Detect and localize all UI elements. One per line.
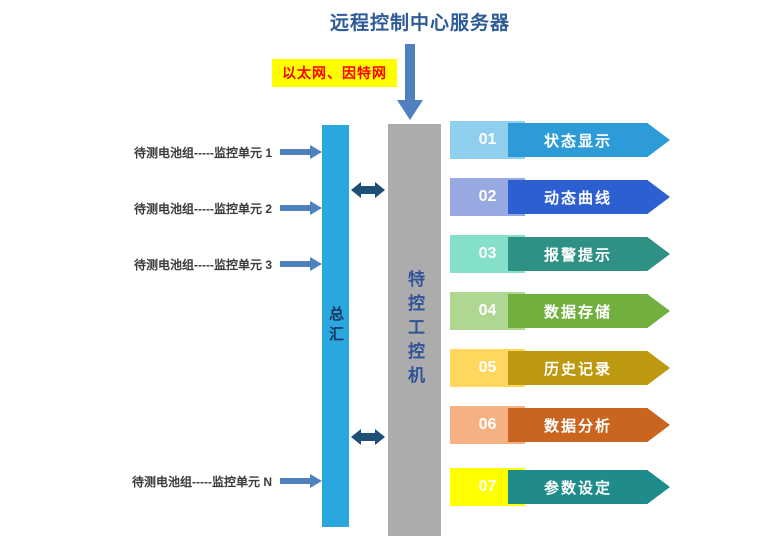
battery-unit-label: 待测电池组-----监控单元 N bbox=[132, 474, 272, 489]
function-arrow-banner: 数据存储 bbox=[508, 294, 670, 328]
function-arrow-banner: 参数设定 bbox=[508, 470, 670, 504]
right-arrow-icon bbox=[280, 474, 322, 488]
controller-label: 特控工控机 bbox=[405, 270, 424, 390]
bus-label: 总汇 bbox=[327, 306, 344, 346]
right-arrow-icon bbox=[280, 201, 322, 215]
battery-unit-label: 待测电池组-----监控单元 2 bbox=[134, 201, 272, 216]
function-arrow-banner: 状态显示 bbox=[508, 123, 670, 157]
battery-unit-row: 待测电池组-----监控单元 1 bbox=[60, 142, 322, 162]
diagram-title: 远程控制中心服务器 bbox=[329, 13, 510, 34]
battery-unit-row: 待测电池组-----监控单元 N bbox=[60, 471, 322, 491]
double-arrow-icon bbox=[351, 429, 385, 445]
function-arrow-banner: 历史记录 bbox=[508, 351, 670, 385]
bus-bar: 总汇 bbox=[322, 125, 349, 527]
controller-bar: 特控工控机 bbox=[388, 124, 441, 536]
function-row: 07 参数设定 bbox=[450, 468, 672, 506]
double-arrow-icon bbox=[351, 182, 385, 198]
right-arrow-icon bbox=[280, 145, 322, 159]
function-arrow-banner: 动态曲线 bbox=[508, 180, 670, 214]
function-row: 02 动态曲线 bbox=[450, 178, 672, 216]
function-arrow-banner: 报警提示 bbox=[508, 237, 670, 271]
battery-unit-row: 待测电池组-----监控单元 2 bbox=[60, 198, 322, 218]
function-row: 04 数据存储 bbox=[450, 292, 672, 330]
function-row: 01 状态显示 bbox=[450, 121, 672, 159]
function-row: 06 数据分析 bbox=[450, 406, 672, 444]
function-row: 05 历史记录 bbox=[450, 349, 672, 387]
right-arrow-icon bbox=[280, 257, 322, 271]
down-arrow-icon bbox=[397, 44, 423, 120]
battery-unit-label: 待测电池组-----监控单元 3 bbox=[134, 257, 272, 272]
function-arrow-banner: 数据分析 bbox=[508, 408, 670, 442]
network-label: 以太网、因特网 bbox=[272, 59, 397, 87]
function-row: 03 报警提示 bbox=[450, 235, 672, 273]
battery-unit-label: 待测电池组-----监控单元 1 bbox=[134, 145, 272, 160]
battery-unit-row: 待测电池组-----监控单元 3 bbox=[60, 254, 322, 274]
